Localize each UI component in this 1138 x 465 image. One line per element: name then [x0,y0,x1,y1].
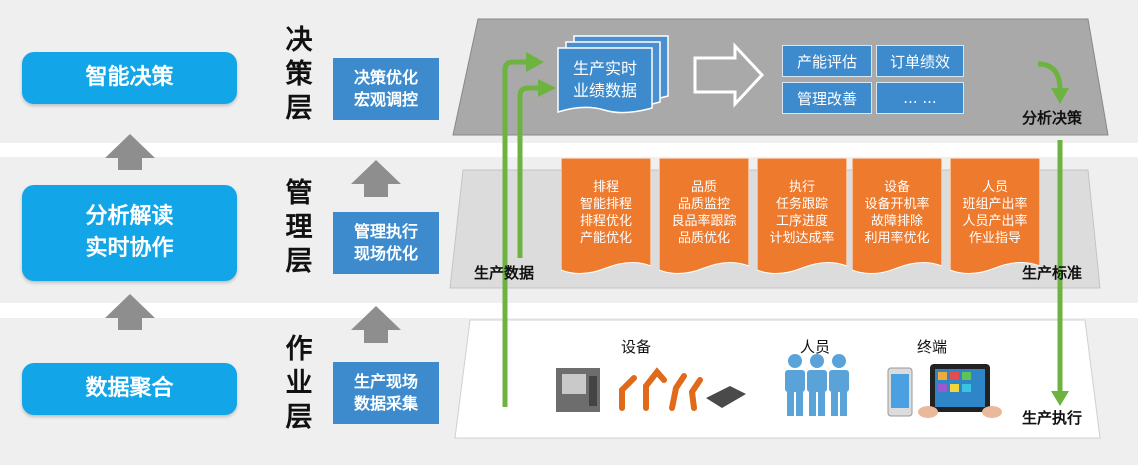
card-personnel: 人员班组产出率人员产出率作业指导 [950,158,1040,276]
label-operation-layer: 作业层 [285,334,313,433]
card-scheduling: 排程智能排程排程优化产能优化 [561,158,651,276]
up-arrow-icon [105,134,401,343]
label-decision-layer: 决策层 [285,25,313,124]
terminal-devices-icon [887,364,1002,418]
flow-label-production-standard: 生产标准 [1022,264,1083,282]
flow-label-analysis-decision: 分析决策 [1022,109,1083,127]
category-equipment: 设备 [621,338,652,356]
realtime-performance-data: 生产实时业绩数据 [572,59,637,100]
box-site-data-collection: 生产现场数据采集 [333,362,439,424]
flow-label-production-execution: 生产执行 [1022,409,1083,427]
card-execution: 执行任务跟踪工序进度计划达成率 [757,158,847,276]
people-icon [785,354,849,416]
label-management-layer: 管理层 [285,178,313,277]
pill-intelligent-decision: 智能决策 [22,52,237,104]
grid-capacity-evaluation: 产能评估 [782,45,872,77]
grid-order-performance: 订单绩效 [876,45,964,77]
grid-management-improvement: 管理改善 [782,82,872,114]
document-stack-icon [557,35,669,114]
grid-more: ... ... [876,82,964,114]
right-arrow-icon [693,42,765,108]
category-personnel: 人员 [800,338,831,356]
box-management-execution: 管理执行现场优化 [333,212,439,274]
flow-label-production-data: 生产数据 [474,264,535,282]
equipment-icon [556,367,746,412]
category-terminal: 终端 [917,338,948,356]
pill-data-aggregation: 数据聚合 [22,363,237,415]
box-decision-optimization: 决策优化宏观调控 [333,58,439,120]
pill-analysis-collaboration: 分析解读实时协作 [22,185,237,281]
card-equipment: 设备设备开机率故障排除利用率优化 [852,158,942,276]
card-quality: 品质品质监控良品率跟踪品质优化 [659,158,749,276]
